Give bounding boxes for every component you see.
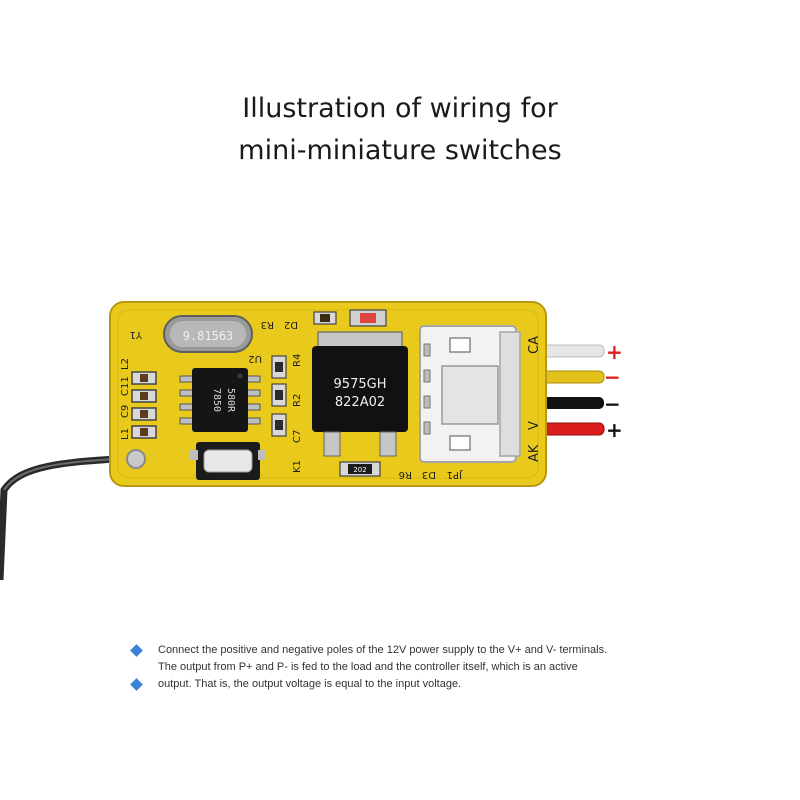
silk-jp1: JP1	[447, 469, 463, 480]
note-item: output. That is, the output voltage is e…	[126, 676, 686, 693]
antenna-pad	[126, 449, 146, 469]
silk-l2: L2	[120, 358, 131, 370]
note-item: Connect the positive and negative poles …	[126, 642, 686, 659]
crystal-label: 9.81563	[183, 329, 234, 343]
tactile-button	[190, 442, 266, 480]
resistor-label: 202	[353, 466, 366, 474]
silk-ak: AK	[527, 444, 542, 462]
silk-pin-ca: CA	[527, 336, 542, 354]
pcb-diagram: 9.81563 Y1 R3 D2 U2 R4 R2 C7 K1 L1 C9 C1…	[0, 301, 623, 580]
silk-r4: R4	[292, 354, 303, 367]
silk-l1: L1	[120, 428, 131, 440]
smd-caps-left	[131, 371, 157, 439]
note-line-1: Connect the positive and negative poles …	[158, 644, 608, 656]
silk-y1: Y1	[130, 329, 143, 340]
crystal-oscillator: 9.81563	[163, 315, 253, 353]
diamond-bullet-icon	[130, 678, 143, 691]
silk-c9: C9	[120, 405, 131, 418]
wire-connector	[419, 325, 521, 463]
silk-r6: R6	[399, 469, 412, 480]
note-item: The output from P+ and P- is fed to the …	[126, 659, 686, 676]
diamond-bullet-icon	[130, 644, 143, 657]
note-line-3: output. That is, the output voltage is e…	[158, 678, 462, 690]
title-line-1: Illustration of wiring for	[242, 93, 558, 124]
ic-chip-sop8: 580R 7850	[179, 368, 261, 432]
silk-d2: D2	[284, 319, 298, 330]
silk-c7: C7	[292, 430, 303, 443]
title-line-2: mini-miniature switches	[238, 135, 562, 166]
terminal-sign-1: +	[606, 340, 623, 364]
regulator-label-2: 822A02	[335, 395, 385, 410]
chip-label-1: 580R	[225, 388, 236, 413]
terminal-sign-4: +	[606, 418, 623, 442]
voltage-regulator: 9575GH 822A02	[312, 331, 408, 457]
regulator-label-1: 9575GH	[334, 377, 387, 392]
note-line-2: The output from P+ and P- is fed to the …	[158, 661, 578, 673]
silk-r2: R2	[292, 394, 303, 407]
silk-u2: U2	[248, 353, 262, 364]
terminal-sign-2: −	[604, 365, 621, 389]
silk-r3: R3	[261, 319, 274, 330]
silk-c11: C11	[120, 376, 131, 396]
silk-d3: D3	[422, 469, 436, 480]
silk-pin-v: V	[527, 421, 542, 430]
led-and-caps-top	[313, 309, 387, 327]
wiring-notes: Connect the positive and negative poles …	[126, 642, 686, 693]
silk-k1: K1	[292, 460, 303, 473]
wiring-illustration: 9.81563 Y1 R3 D2 U2 R4 R2 C7 K1 L1 C9 C1…	[0, 280, 800, 580]
page-title: Illustration of wiring for mini-miniatur…	[0, 88, 800, 172]
chip-label-2: 7850	[211, 388, 222, 412]
terminal-sign-3: −	[604, 392, 621, 416]
resistor-202: 202	[339, 461, 381, 477]
